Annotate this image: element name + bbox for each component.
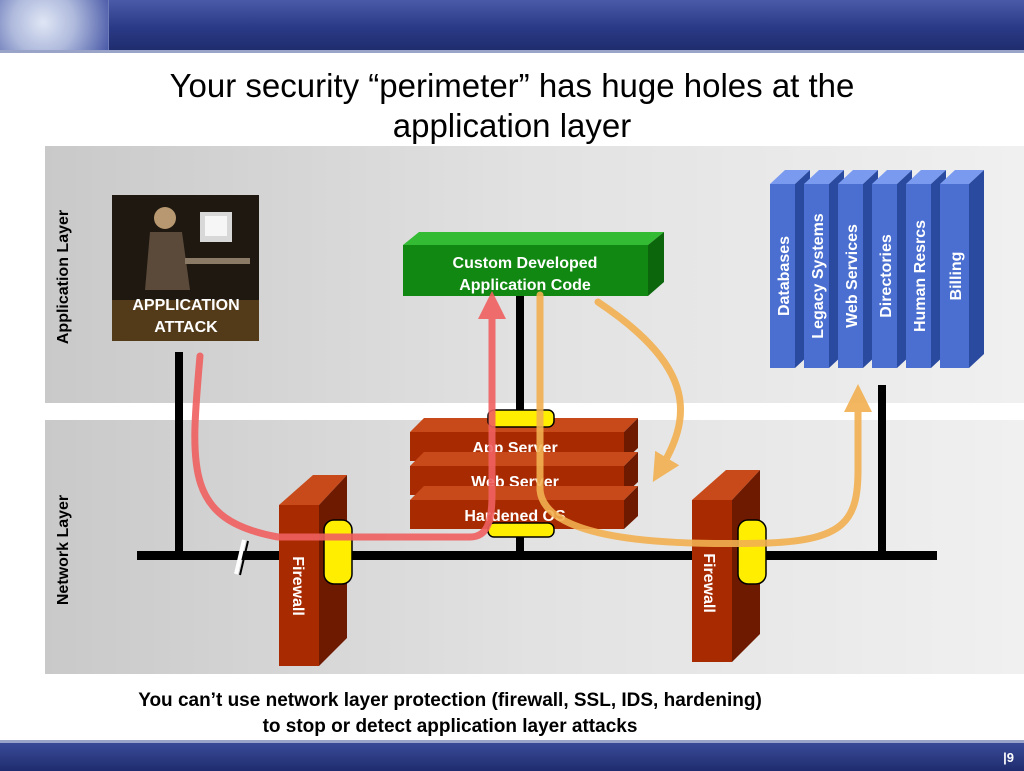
server-connector-top [487, 409, 555, 428]
custom-code-line-2: Application Code [459, 277, 591, 294]
attack-label-line-2: ATTACK [154, 319, 218, 336]
firewall-left-label: Firewall [289, 556, 306, 616]
footnote-line-2: to stop or detect application layer atta… [262, 716, 638, 737]
firewall-left: Firewall [279, 475, 353, 666]
backend-systems: Databases Legacy Systems Web Services Di… [770, 170, 984, 368]
broken-link-icon [234, 539, 249, 576]
backend-label-human-resources: Human Resrcs [912, 220, 929, 332]
backend-label-directories: Directories [878, 234, 895, 318]
backend-label-legacy-systems: Legacy Systems [810, 213, 827, 339]
backend-column-web-services: Web Services [838, 170, 878, 368]
server-stack: App Server Web Server Hardened OS [410, 418, 638, 529]
attack-path-arrow [191, 291, 506, 541]
firewall-right-label: Firewall [700, 553, 717, 613]
top-banner [0, 0, 1024, 53]
network-bus-line [137, 551, 937, 560]
owasp-wasp-logo-icon [0, 0, 109, 50]
firewall-left-port [323, 519, 353, 585]
application-layer-label: Application Layer [55, 210, 72, 344]
title-line-1: Your security “perimeter” has huge holes… [169, 67, 855, 104]
code-to-server-arrow [594, 298, 684, 483]
backend-label-databases: Databases [776, 236, 793, 316]
attacker-drop-line [175, 352, 183, 554]
backend-column-billing: Billing [940, 170, 984, 368]
server-connector-bottom [487, 522, 555, 538]
slide-footnote: You can’t use network layer protection (… [40, 688, 860, 740]
slide-title: Your security “perimeter” has huge holes… [100, 66, 924, 146]
bottom-banner: |9 [0, 740, 1024, 771]
backend-column-databases: Databases [770, 170, 810, 368]
backend-column-legacy-systems: Legacy Systems [804, 170, 844, 368]
network-layer-label: Network Layer [55, 495, 72, 605]
backend-drop-line [878, 385, 886, 555]
firewall-right: Firewall [692, 470, 767, 662]
footnote-line-1: You can’t use network layer protection (… [138, 690, 762, 711]
backend-label-billing: Billing [948, 252, 965, 301]
firewall-right-port [737, 519, 767, 585]
server-to-backend-arrow [536, 291, 872, 548]
custom-application-code-box: Custom Developed Application Code [403, 232, 664, 296]
page-number: |9 [1003, 750, 1014, 765]
custom-code-line-1: Custom Developed [453, 255, 598, 272]
attacker-image: APPLICATION ATTACK [112, 195, 259, 341]
title-line-2: application layer [392, 107, 632, 144]
backend-label-web-services: Web Services [844, 224, 861, 328]
attack-label-line-1: APPLICATION [132, 297, 239, 314]
